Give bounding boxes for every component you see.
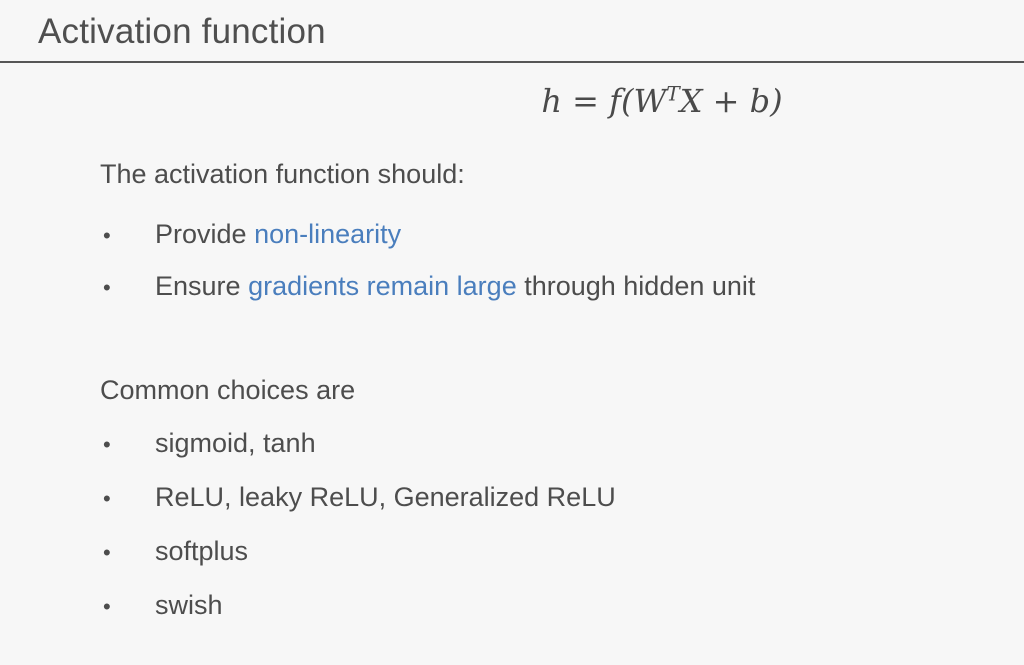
list-item-text: sigmoid, tanh	[155, 428, 316, 458]
bullet-icon: •	[103, 275, 111, 300]
intro-choices: Common choices are	[100, 375, 356, 405]
bullet-icon: •	[103, 223, 111, 248]
list-item: • Provide non-linearity	[0, 209, 1024, 261]
bullet-list-should: • Provide non-linearity • Ensure gradien…	[0, 209, 1024, 313]
equation: h = f(WTX + b)	[0, 79, 1024, 123]
bullet-icon: •	[103, 540, 111, 565]
list-item-text: softplus	[155, 536, 249, 566]
list-item-text: Ensure gradients remain large through hi…	[155, 261, 755, 312]
list-item: • sigmoid, tanh	[0, 417, 1024, 471]
list-item-text: swish	[155, 590, 223, 620]
text-segment-accent: gradients remain large	[248, 271, 517, 301]
list-item-text: ReLU, leaky ReLU, Generalized ReLU	[155, 482, 616, 512]
bullet-icon: •	[103, 432, 111, 457]
equation-superscript: T	[666, 81, 680, 106]
bullet-icon: •	[103, 594, 111, 619]
slide-header: Activation function	[0, 0, 1024, 63]
equation-main: h = f(W	[541, 82, 667, 120]
page-title: Activation function	[38, 12, 326, 51]
intro-should: The activation function should:	[100, 159, 465, 189]
text-segment: Ensure	[155, 271, 249, 301]
text-segment: through hidden unit	[516, 271, 756, 301]
text-segment: Provide	[155, 219, 255, 249]
bullet-icon: •	[103, 486, 111, 511]
list-item: • swish	[0, 579, 1024, 633]
list-item: • Ensure gradients remain large through …	[0, 261, 1024, 313]
text-segment-accent: non-linearity	[254, 219, 402, 249]
list-item: • ReLU, leaky ReLU, Generalized ReLU	[0, 471, 1024, 525]
list-item-text: Provide non-linearity	[155, 209, 401, 260]
title-divider	[0, 61, 1024, 63]
bullet-list-choices: • sigmoid, tanh • ReLU, leaky ReLU, Gene…	[0, 417, 1024, 633]
list-item: • softplus	[0, 525, 1024, 579]
equation-tail: X + b)	[679, 82, 783, 120]
